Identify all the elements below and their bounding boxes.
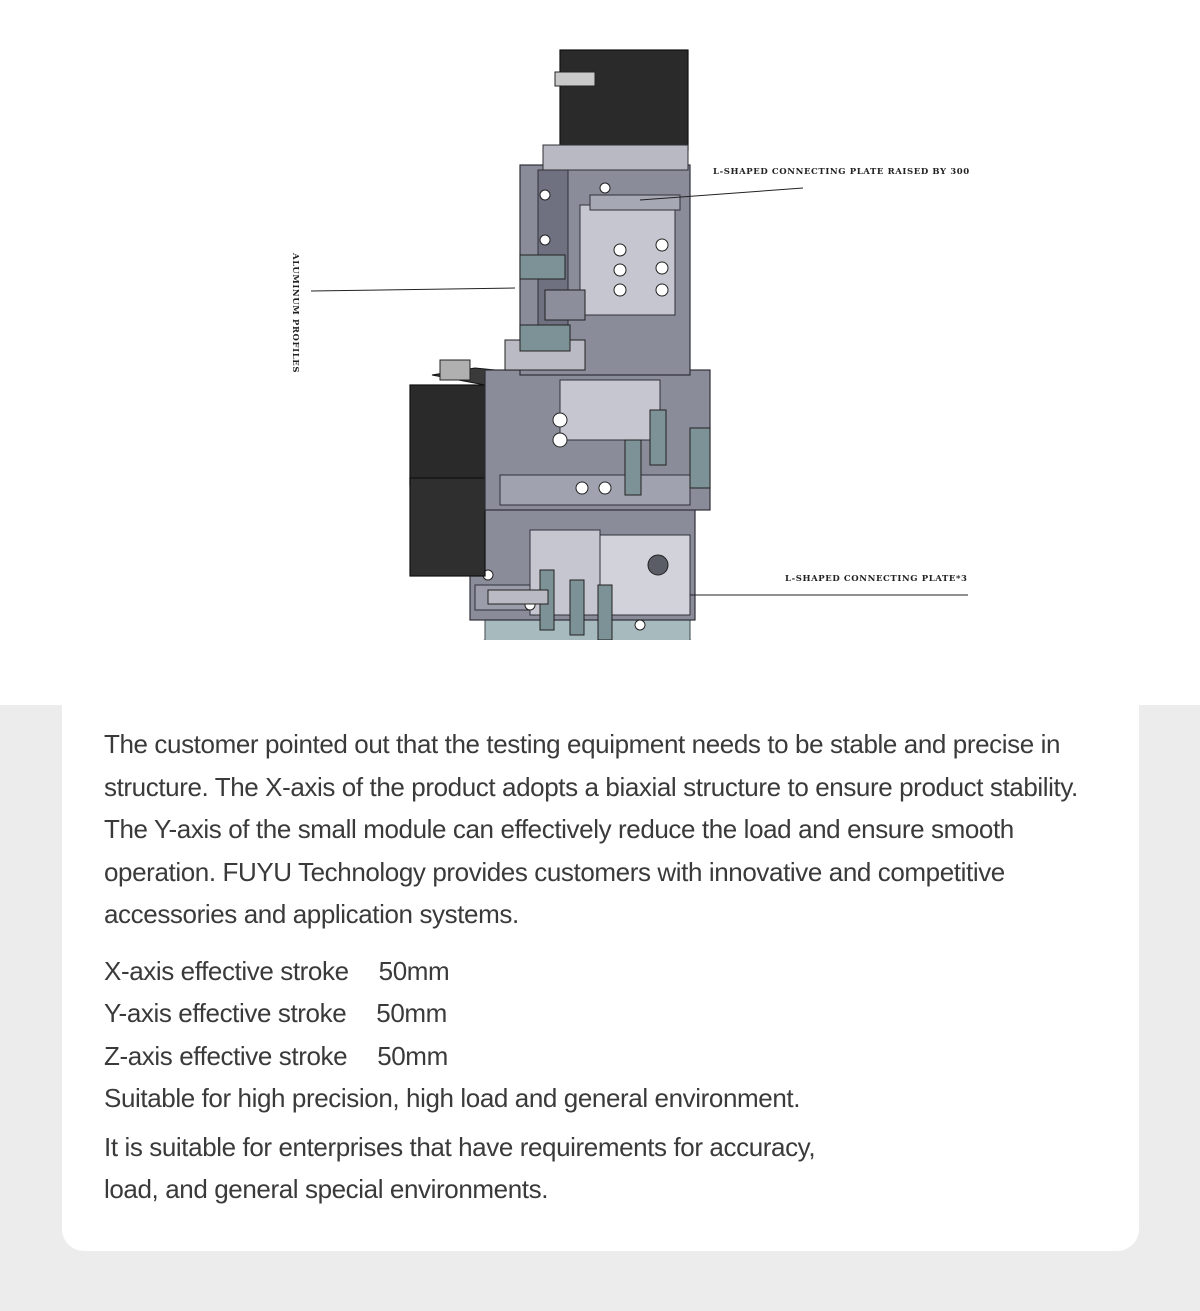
enterprise-note: It is suitable for enterprises that have… — [104, 1131, 816, 1205]
spec-row-x: X-axis effective stroke 50mm — [104, 950, 1124, 993]
intro-paragraph: The customer pointed out that the testin… — [104, 729, 1078, 929]
spec-row-z: Z-axis effective stroke 50mm — [104, 1035, 1124, 1078]
callout-l-plate-raised: L-SHAPED CONNECTING PLATE RAISED BY 300 — [713, 167, 970, 177]
spec-row-y: Y-axis effective stroke 50mm — [104, 992, 1124, 1035]
callout-aluminum-profiles: ALUMINUM PROFILES — [290, 253, 300, 374]
spec-label: Z-axis effective stroke — [104, 1040, 348, 1071]
callout-l-plate-count: L-SHAPED CONNECTING PLATE*3 — [785, 574, 968, 584]
spec-value: 50mm — [378, 955, 450, 986]
spec-label: Y-axis effective stroke — [104, 998, 347, 1028]
product-illustration-area: L-SHAPED CONNECTING PLATE RAISED BY 300 … — [0, 0, 1200, 705]
spec-value: 50mm — [377, 1040, 448, 1071]
description-body: The customer pointed out that the testin… — [104, 723, 1124, 1211]
environment-text: Suitable for high precision, high load a… — [104, 1083, 801, 1113]
xyz-module-drawing — [310, 49, 968, 693]
spec-label: X-axis effective stroke — [104, 955, 349, 986]
description-card: The customer pointed out that the testin… — [62, 640, 1139, 1251]
spec-value: 50mm — [376, 998, 447, 1028]
